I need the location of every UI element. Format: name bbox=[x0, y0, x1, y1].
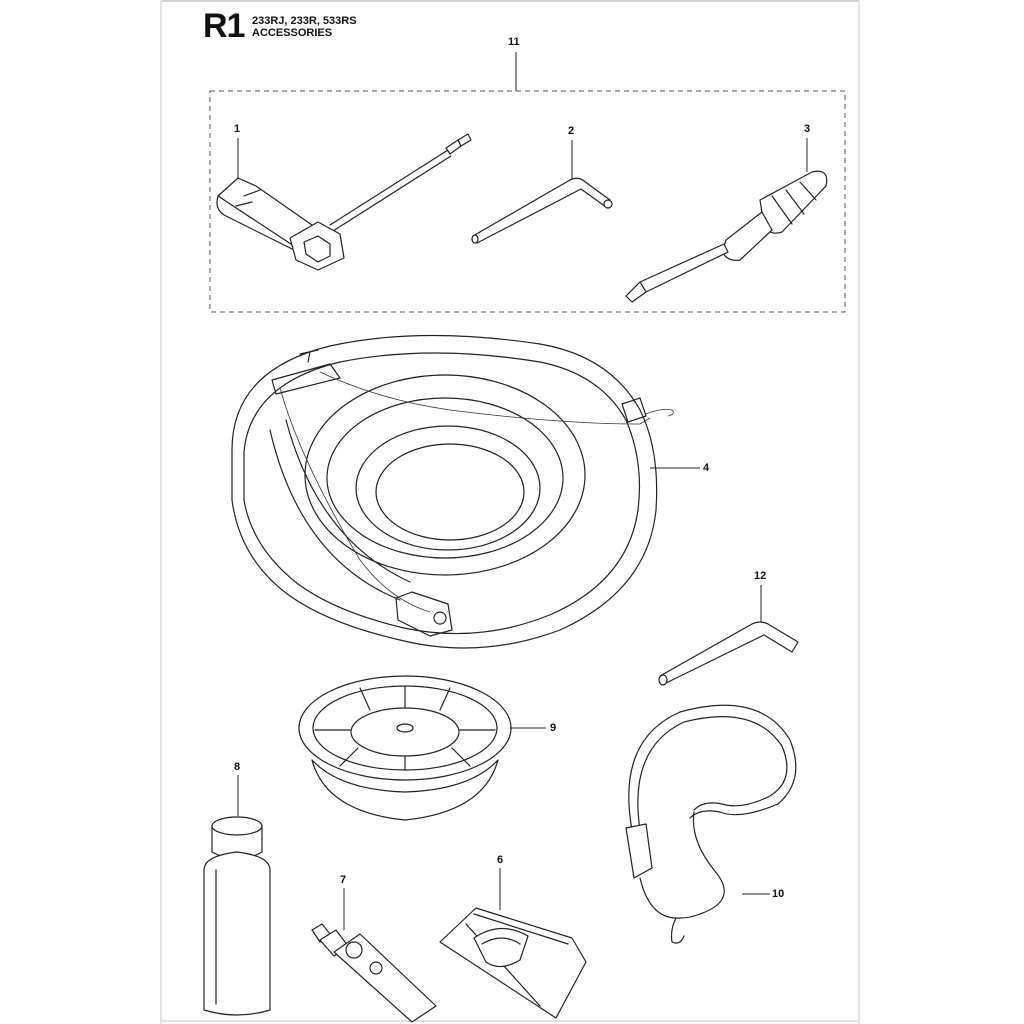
hex-key-large bbox=[658, 585, 799, 686]
hex-key-small bbox=[471, 140, 613, 244]
callout-12: 12 bbox=[754, 570, 767, 582]
callout-2: 2 bbox=[568, 125, 575, 137]
section-title: ACCESSORIES bbox=[252, 27, 333, 39]
callout-4: 4 bbox=[703, 462, 710, 474]
callout-11: 11 bbox=[508, 36, 520, 48]
callout-10: 10 bbox=[772, 888, 785, 900]
kit-group-box bbox=[209, 52, 846, 313]
page-id: R1 bbox=[203, 7, 245, 45]
page-border-left bbox=[160, 0, 162, 1024]
page-border-top bbox=[160, 0, 860, 2]
spark-plug-wrench bbox=[216, 133, 472, 271]
callout-9: 9 bbox=[550, 722, 557, 734]
callout-6: 6 bbox=[497, 854, 504, 866]
callout-7: 7 bbox=[340, 874, 347, 886]
support-cup bbox=[298, 675, 546, 821]
oil-bottle bbox=[203, 775, 271, 1016]
callout-1: 1 bbox=[234, 123, 241, 135]
transport-guard bbox=[439, 868, 587, 1019]
page-border-right bbox=[858, 0, 860, 1024]
callout-8: 8 bbox=[234, 761, 241, 773]
screwdriver bbox=[625, 138, 828, 303]
blade-guard bbox=[231, 334, 700, 649]
page-border-bottom bbox=[160, 1020, 860, 1022]
harness-strap bbox=[625, 704, 797, 944]
model-list: 233RJ, 233R, 533RS bbox=[252, 15, 357, 27]
callout-3: 3 bbox=[804, 123, 811, 135]
grease-tube bbox=[311, 888, 437, 1023]
